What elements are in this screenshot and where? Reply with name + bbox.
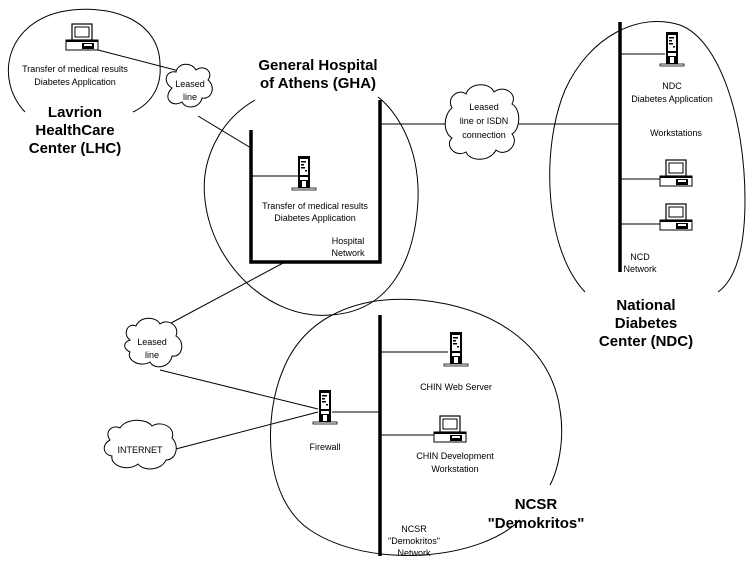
ndc-workstation-icon bbox=[659, 159, 693, 187]
ncsr-title: NCSR bbox=[515, 496, 558, 513]
ndc-title: National bbox=[616, 297, 675, 314]
hospital-network-label: Hospital bbox=[332, 236, 365, 246]
lhc-title: HealthCare bbox=[35, 122, 114, 139]
lhc-pc-label: Diabetes Application bbox=[34, 77, 116, 87]
ndc-workstation-icon bbox=[659, 203, 693, 231]
workstations-label: Workstations bbox=[650, 128, 702, 138]
gha-server-label: Diabetes Application bbox=[274, 213, 356, 223]
gha-server-label: Transfer of medical results bbox=[262, 201, 368, 211]
lhc-workstation-icon bbox=[65, 23, 99, 51]
lhc-pc-label: Transfer of medical results bbox=[22, 64, 128, 74]
firewall-icon bbox=[312, 389, 338, 425]
ncsr-boundary bbox=[270, 298, 563, 556]
ncsr-title: "Demokritos" bbox=[488, 515, 585, 532]
ndc-network-label: Network bbox=[623, 264, 657, 274]
ncsr-network-label: "Demokritos" bbox=[388, 536, 440, 546]
firewall-label: Firewall bbox=[309, 442, 340, 452]
cloud-label: Leased bbox=[137, 337, 167, 347]
leased-line-cloud-ncsr: Leased line bbox=[124, 317, 183, 368]
ndc-server-label: NDC bbox=[662, 81, 682, 91]
gha-boundary bbox=[203, 96, 419, 316]
cloud-label: Leased bbox=[175, 79, 205, 89]
hospital-network-label: Network bbox=[331, 248, 365, 258]
ncsr-network-label: NCSR bbox=[401, 524, 427, 534]
gha-title: of Athens (GHA) bbox=[260, 75, 376, 92]
ndc-network-label: NCD bbox=[630, 252, 650, 262]
cloud-to-gha-line bbox=[197, 115, 252, 149]
ndc-server-icon bbox=[659, 31, 685, 67]
ncsr-network-label: Network bbox=[397, 548, 431, 558]
gha-server-icon bbox=[291, 155, 317, 191]
chin-web-server-icon bbox=[443, 331, 469, 367]
gha-title: General Hospital bbox=[258, 57, 377, 74]
dev-ws-label: CHIN Development bbox=[416, 451, 494, 461]
internet-label: INTERNET bbox=[118, 445, 164, 455]
cloud-label: line bbox=[183, 92, 197, 102]
isdn-cloud: Leased line or ISDN connection bbox=[444, 84, 520, 160]
leased-to-firewall-line bbox=[159, 369, 319, 410]
ndc-boundary bbox=[549, 21, 746, 293]
web-server-label: CHIN Web Server bbox=[420, 382, 492, 392]
chin-dev-workstation-icon bbox=[433, 415, 467, 443]
ndc-title: Diabetes bbox=[615, 315, 678, 332]
ndc-title: Center (NDC) bbox=[599, 333, 693, 350]
leased-line-cloud-lhc: Leased line bbox=[165, 63, 213, 108]
cloud-label: line or ISDN bbox=[460, 116, 509, 126]
hospital-network-bus bbox=[249, 100, 382, 264]
lhc-title: Lavrion bbox=[48, 104, 102, 121]
cloud-label: line bbox=[145, 350, 159, 360]
internet-cloud: INTERNET bbox=[103, 419, 177, 470]
lhc-pc-to-cloud-line bbox=[97, 49, 184, 73]
cloud-label: Leased bbox=[469, 102, 499, 112]
lhc-boundary bbox=[7, 8, 161, 113]
ndc-server-label: Diabetes Application bbox=[631, 94, 713, 104]
cloud-label: connection bbox=[462, 130, 506, 140]
gha-to-leased-line bbox=[157, 261, 286, 331]
internet-to-firewall-line bbox=[171, 411, 319, 451]
lhc-title: Center (LHC) bbox=[29, 140, 122, 157]
dev-ws-label: Workstation bbox=[431, 464, 478, 474]
